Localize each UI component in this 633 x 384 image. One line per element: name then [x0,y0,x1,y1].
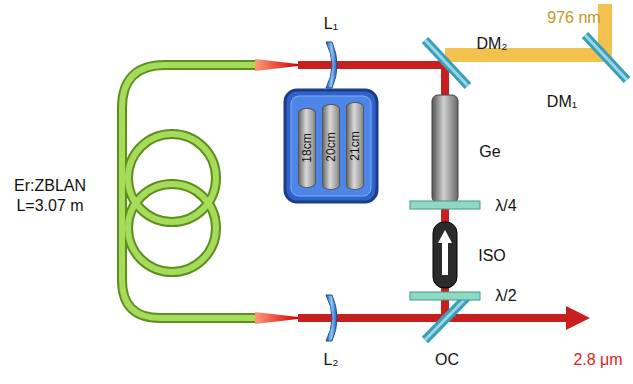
part-label: Ge [479,143,500,161]
part-label: 976 nm [547,9,600,27]
part-label: L=3.07 m [16,197,83,215]
fiber-length-rod: 20cm [322,104,340,190]
fiber-length-rod: 18cm [298,108,316,188]
part-label: DM₂ [476,35,507,53]
part-label: L₂ [323,351,338,369]
part-label: L₁ [324,15,338,33]
part-label: ISO [478,247,506,265]
part-label: 2.8 μm [573,351,622,369]
part-label: Er:ZBLAN [14,177,86,195]
rod-length-text: 20cm [324,132,338,161]
fiber-length-rod: 21cm [346,102,364,190]
part-label: λ/4 [495,197,516,215]
part-label: λ/2 [495,287,516,305]
rod-length-text: 18cm [300,133,314,162]
part-label: OC [435,351,459,369]
rod-length-text: 21cm [348,131,362,160]
part-label: DM₁ [547,93,577,111]
